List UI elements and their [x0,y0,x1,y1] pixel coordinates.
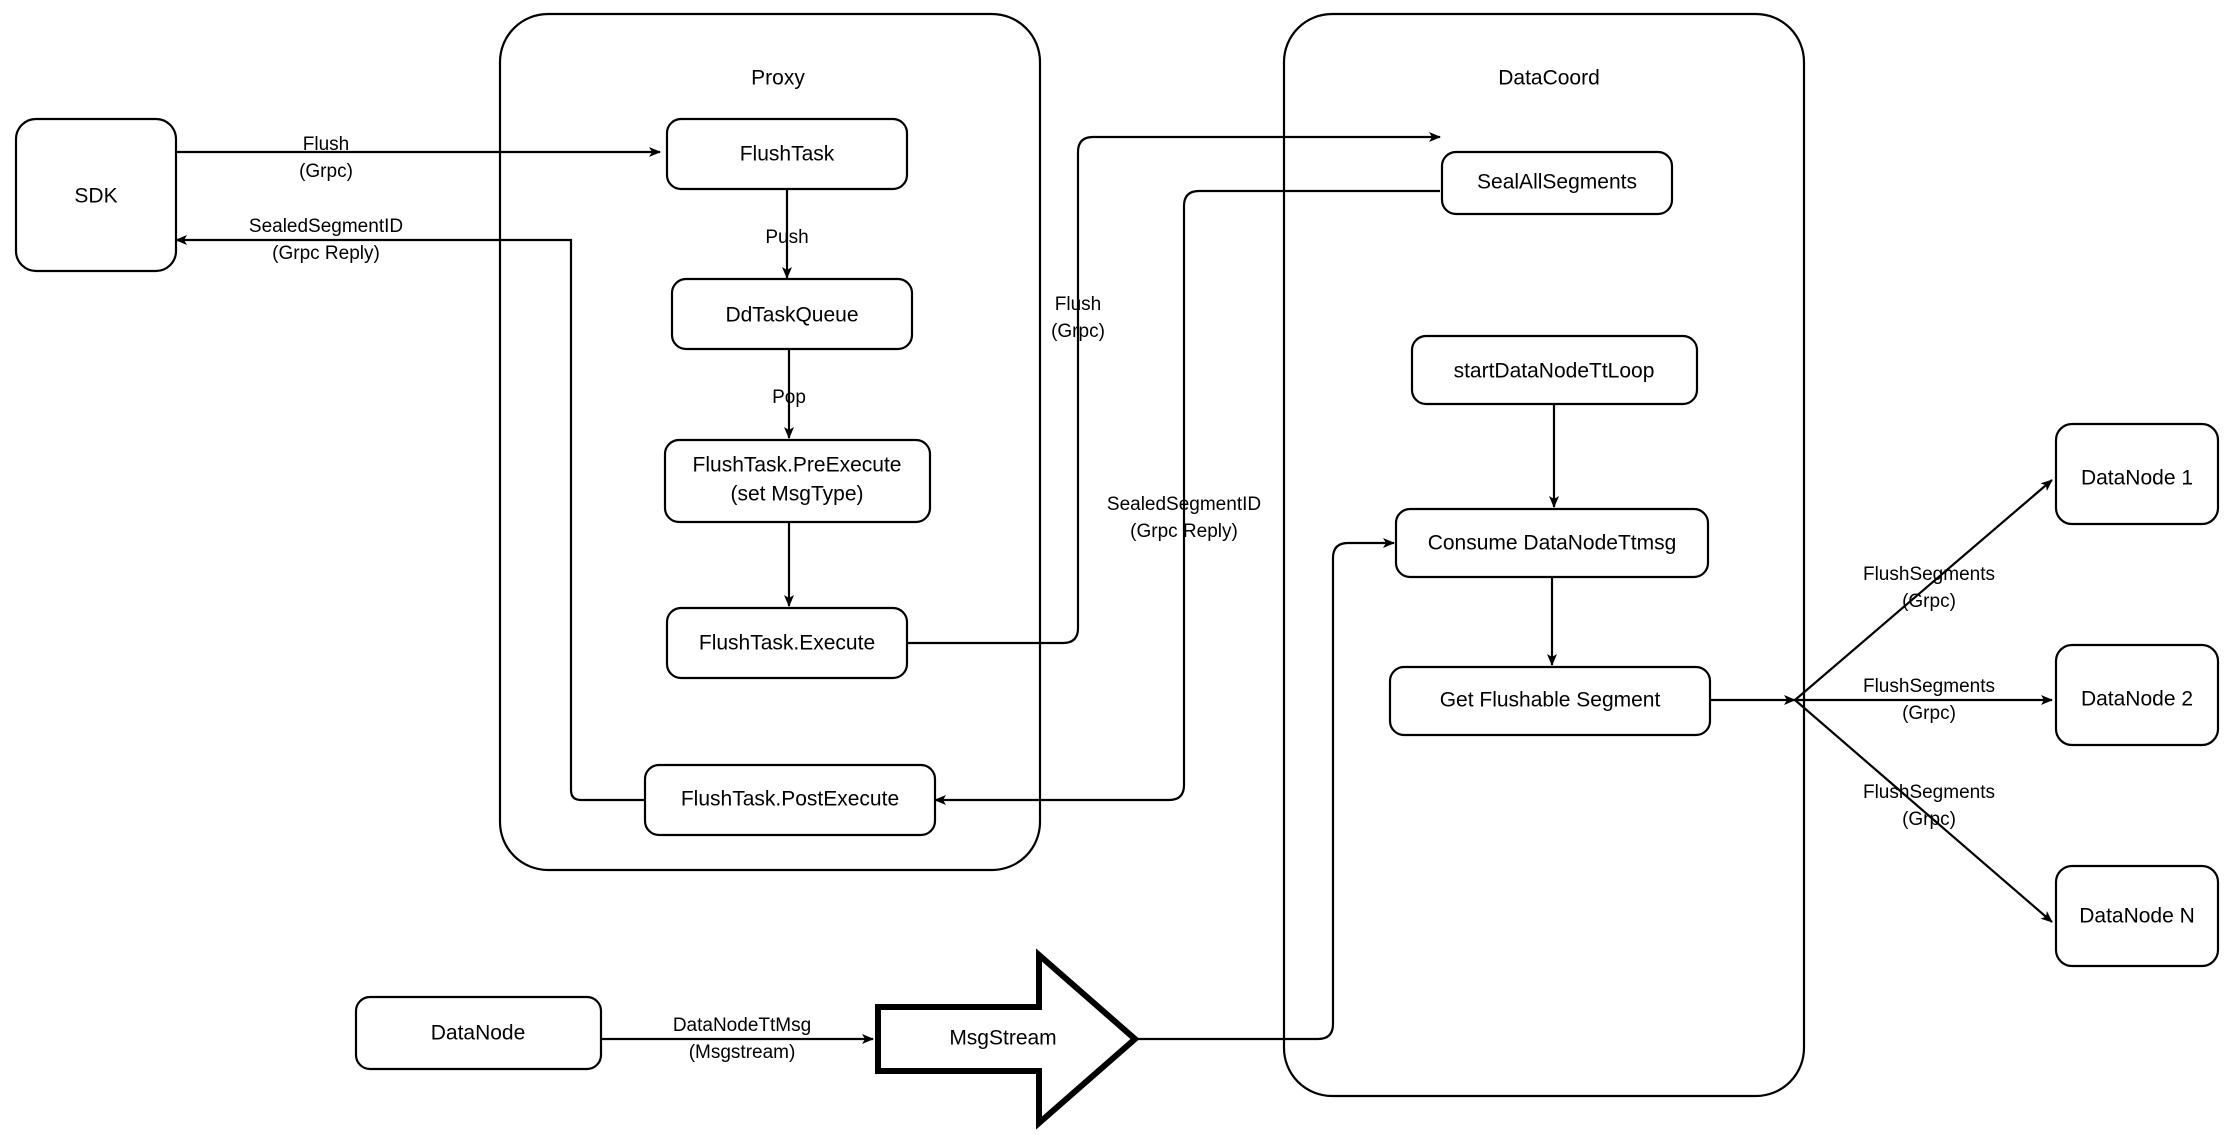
edge-hub-to-datanode-n [1794,699,2053,923]
edge-label-flushsegments-2-line2: (Grpc) [1902,703,1956,724]
node-sdk-label: SDK [74,185,117,208]
edge-postexecute-to-sdk [175,235,645,802]
edge-label-push: Push [765,227,808,248]
edge-label-flush-grpc-2: (Grpc) [299,161,353,182]
edge-label-flushsegments-2-line1: FlushSegments [1863,676,1995,697]
datacoord-container-label: DataCoord [1498,67,1600,90]
node-datanode-bottom[interactable] [354,995,603,1071]
node-msgstream-label: MsgStream [949,1027,1056,1050]
node-datanode-1-label: DataNode 1 [2081,467,2193,490]
edge-label-datanode-ttmsg-1: DataNodeTtMsg [673,1015,811,1036]
node-ddtaskqueue-label: DdTaskQueue [725,304,858,327]
edge-label-coord-sealed-2: (Grpc Reply) [1130,521,1238,542]
node-datanode-1[interactable] [2054,422,2220,526]
edge-label-flushsegments-n-line2: (Grpc) [1902,809,1956,830]
edge-label-sealed-reply-2: (Grpc Reply) [272,243,380,264]
edge-label-flush-grpc-1: Flush [303,134,349,155]
edge-label-coord-flush-1: Flush [1055,294,1101,315]
node-flushtask-label: FlushTask [740,143,835,166]
node-execute-label: FlushTask.Execute [699,632,875,655]
node-datanode-n-label: DataNode N [2079,905,2195,928]
shape-msgstream[interactable] [875,948,1140,1130]
node-preexecute-label-1: FlushTask.PreExecute [693,454,902,477]
proxy-container [498,12,1042,872]
edge-label-flushsegments-n-line1: FlushSegments [1863,782,1995,803]
edge-execute-to-sealallsegments [907,132,1441,645]
edge-label-flushsegments-1-line1: FlushSegments [1863,564,1995,585]
edge-label-coord-flush-2: (Grpc) [1051,321,1105,342]
node-datanode-n[interactable] [2054,864,2220,968]
node-datanode-2[interactable] [2054,643,2220,747]
edge-label-coord-sealed-1: SealedSegmentID [1107,494,1261,515]
node-sdk[interactable] [14,117,178,273]
edge-msgstream-to-consume [1283,538,1395,1041]
edge-label-pop: Pop [772,387,806,408]
proxy-container-label: Proxy [751,67,805,90]
edge-hub-to-datanode-1 [1794,479,2053,701]
edge-label-sealed-reply-1: SealedSegmentID [249,216,403,237]
node-sealallsegments-label: SealAllSegments [1477,171,1637,194]
node-datanode-bottom-label: DataNode [431,1022,526,1045]
node-datanode-2-label: DataNode 2 [2081,688,2193,711]
node-ddtaskqueue[interactable] [670,277,914,351]
edge-label-flushsegments-1-line2: (Grpc) [1902,591,1956,612]
datacoord-container [1282,12,1806,1098]
edge-sealallsegments-to-postexecute [934,189,1440,805]
node-get-flushable-label: Get Flushable Segment [1440,689,1661,712]
node-consume-ttmsg-label: Consume DataNodeTtmsg [1428,532,1677,555]
node-postexecute-label: FlushTask.PostExecute [681,788,899,811]
node-flushtask-preexecute[interactable] [663,438,932,524]
node-sealallsegments[interactable] [1440,150,1674,216]
edge-label-datanode-ttmsg-2: (Msgstream) [689,1042,796,1063]
node-start-ttloop-label: startDataNodeTtLoop [1454,360,1655,383]
node-preexecute-label-2: (set MsgType) [730,483,863,506]
